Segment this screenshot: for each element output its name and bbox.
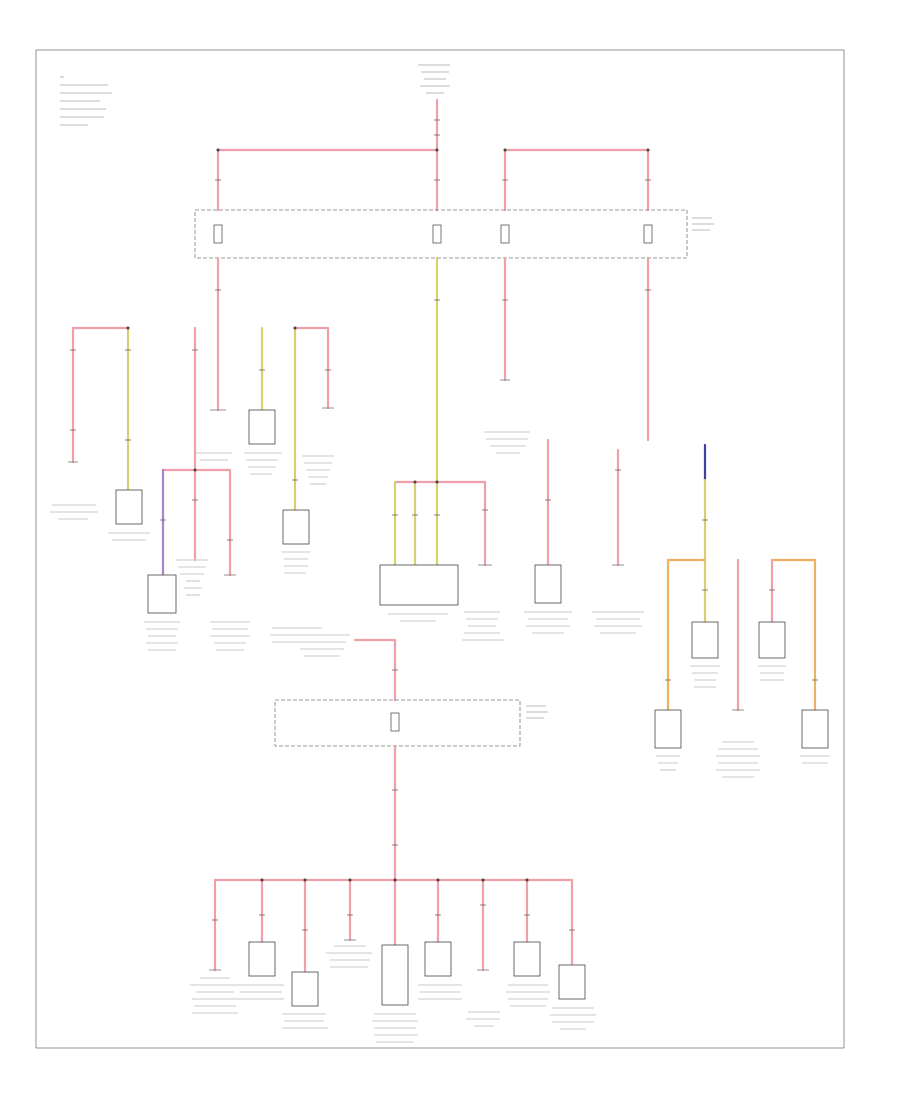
lower-feed-wiring xyxy=(353,638,397,702)
fuses-upper xyxy=(213,224,653,244)
wire-connector-marks xyxy=(70,119,818,931)
fuse-box-upper xyxy=(194,209,688,259)
left-cluster-splices xyxy=(126,326,297,472)
fuse-box-lower-label xyxy=(526,705,548,719)
lower-terminal-marks xyxy=(209,939,489,971)
central-cluster-wiring xyxy=(393,438,620,567)
lower-component-labels xyxy=(190,945,596,1043)
terminal-marks xyxy=(68,379,744,711)
upper-components xyxy=(115,409,829,749)
diagram-border xyxy=(35,49,845,1049)
upper-fuse-outputs xyxy=(216,256,650,482)
fuse-lower xyxy=(390,712,400,732)
top-source-label xyxy=(418,64,450,94)
upper-component-labels xyxy=(50,431,830,778)
fuse-box-lower xyxy=(274,699,521,747)
fuse-box-upper-label xyxy=(692,217,714,231)
top-feed-wiring xyxy=(216,98,650,212)
lower-components xyxy=(248,941,586,1007)
legend-block xyxy=(60,76,112,126)
right-cluster-wiring xyxy=(666,443,817,712)
lower-fuse-feed-label xyxy=(270,627,350,657)
lower-bus-splices xyxy=(260,878,529,882)
